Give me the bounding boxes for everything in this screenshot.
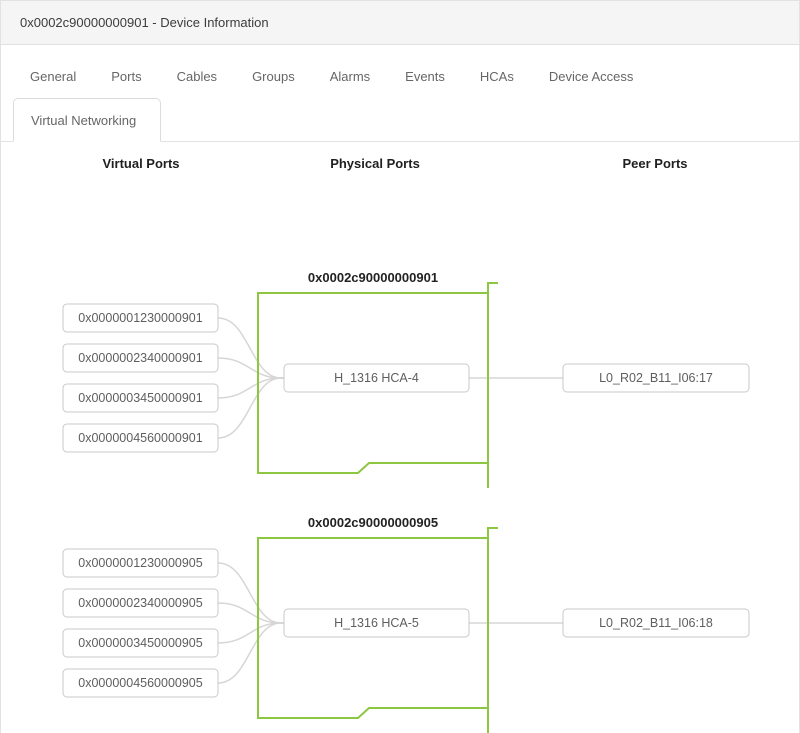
virtual-to-physical-connector	[217, 622, 284, 644]
virtual-to-physical-connector	[217, 377, 284, 399]
tab-bar: General Ports Cables Groups Alarms Event…	[1, 45, 799, 85]
virtual-to-physical-connector	[217, 602, 284, 624]
window-titlebar: 0x0002c90000000901 - Device Information	[1, 1, 799, 45]
tab-virtual-networking-label: Virtual Networking	[31, 112, 137, 128]
window-title: 0x0002c90000000901 - Device Information	[20, 15, 269, 30]
virtual-port-label: 0x0000003450000905	[78, 636, 202, 650]
virtual-to-physical-connector	[217, 377, 284, 439]
physical-port-bracket	[487, 527, 498, 733]
physical-port-bracket	[487, 282, 498, 488]
tab-ports[interactable]: Ports	[111, 69, 142, 84]
device-chassis-outline	[257, 292, 488, 474]
virtual-networking-diagram: 0x0002c90000000901 0x0000001230000901 0x…	[62, 270, 750, 733]
column-header-physical-ports: Physical Ports	[330, 156, 420, 171]
virtual-port-node	[62, 303, 219, 333]
virtual-port-label: 0x0000002340000901	[78, 351, 202, 365]
virtual-port-node	[62, 343, 219, 373]
device-group: 0x0002c90000000905 0x0000001230000905 0x…	[62, 515, 750, 733]
physical-port-node	[283, 608, 470, 638]
virtual-port-label: 0x0000002340000905	[78, 596, 202, 610]
peer-port-label: L0_R02_B11_I06:17	[599, 371, 713, 385]
virtual-port-node	[62, 588, 219, 618]
subtab-bar: Virtual Networking	[1, 98, 799, 142]
virtual-port-node	[62, 548, 219, 578]
virtual-port-node	[62, 383, 219, 413]
tab-alarms[interactable]: Alarms	[329, 69, 371, 84]
physical-port-label: H_1316 HCA-5	[334, 616, 419, 630]
virtual-port-label: 0x0000004560000905	[78, 676, 202, 690]
virtual-to-physical-connector	[217, 357, 284, 379]
physical-port-node	[283, 363, 470, 393]
tab-events[interactable]: Events	[405, 69, 445, 84]
diagram-column-headers: Virtual Ports Physical Ports Peer Ports	[1, 142, 799, 181]
tab-groups[interactable]: Groups	[252, 69, 295, 84]
physical-port-label: H_1316 HCA-4	[334, 371, 419, 385]
virtual-port-label: 0x0000001230000901	[78, 311, 202, 325]
device-chassis-outline	[257, 537, 488, 719]
peer-port-node	[562, 608, 750, 638]
tab-cables[interactable]: Cables	[176, 69, 218, 84]
virtual-to-physical-connector	[217, 622, 284, 684]
column-header-peer-ports: Peer Ports	[622, 156, 688, 171]
column-header-virtual-ports: Virtual Ports	[102, 156, 180, 171]
virtual-port-label: 0x0000001230000905	[78, 556, 202, 570]
device-guid-label: 0x0002c90000000901	[308, 270, 438, 285]
peer-port-label: L0_R02_B11_I06:18	[599, 616, 713, 630]
peer-port-node	[562, 363, 750, 393]
virtual-port-label: 0x0000004560000901	[78, 431, 202, 445]
device-group: 0x0002c90000000901 0x0000001230000901 0x…	[62, 270, 750, 488]
virtual-port-node	[62, 423, 219, 453]
tab-general[interactable]: General	[30, 69, 77, 84]
virtual-port-label: 0x0000003450000901	[78, 391, 202, 405]
device-guid-label: 0x0002c90000000905	[308, 515, 438, 530]
virtual-port-node	[62, 628, 219, 658]
tab-virtual-networking[interactable]: Virtual Networking	[13, 98, 161, 142]
tab-device-access[interactable]: Device Access	[548, 69, 634, 84]
tab-hcas[interactable]: HCAs	[479, 69, 514, 84]
virtual-port-node	[62, 668, 219, 698]
